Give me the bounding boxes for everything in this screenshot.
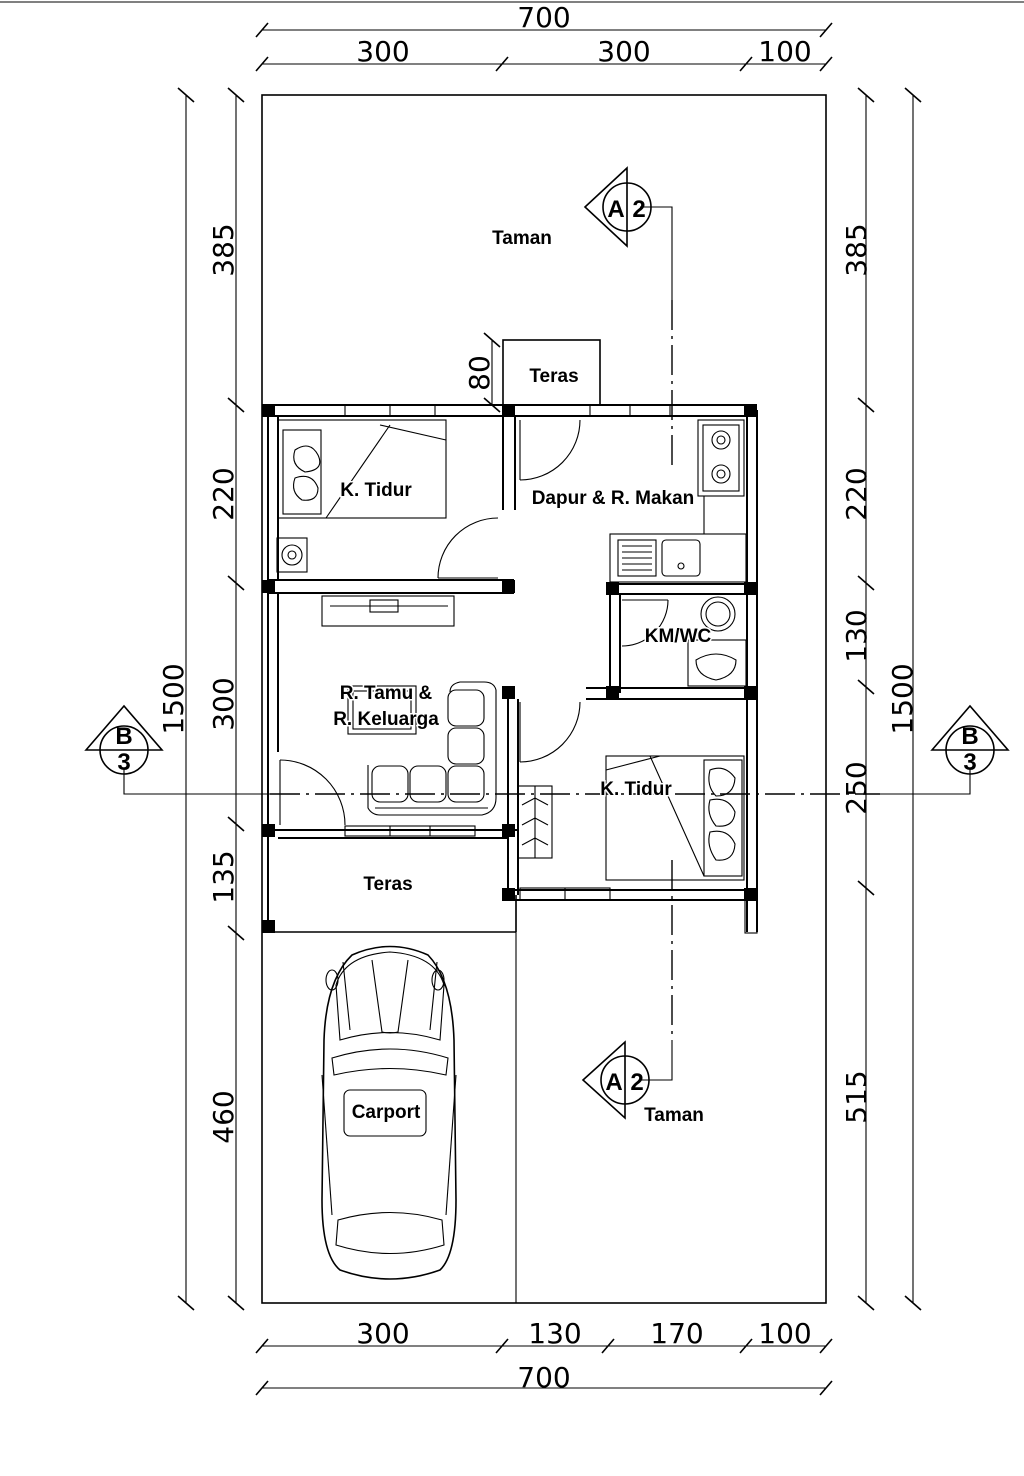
car-icon: [321, 945, 457, 1280]
section-lines: [123, 206, 971, 1081]
section-marker-b3-right: B 3: [930, 704, 1010, 776]
dim-left-seg-300: 300: [207, 677, 240, 730]
section-b3-left-number: 3: [117, 749, 130, 776]
dim-bottom-seg-4: 100: [758, 1317, 811, 1350]
room-label-bathroom: KM/WC: [645, 626, 712, 647]
dim-right-seg-220: 220: [840, 467, 873, 520]
dim-right-seg-515: 515: [840, 1070, 873, 1123]
sink-icon: [609, 533, 747, 583]
room-label-terrace-bottom: Teras: [363, 874, 412, 895]
room-label-bedroom-1: K. Tidur: [340, 480, 412, 501]
room-label-garden-bottom: Taman: [644, 1105, 704, 1126]
dim-left-seg-385: 385: [207, 223, 240, 276]
section-a2-bottom-letter: A: [605, 1069, 622, 1096]
columns: [262, 404, 757, 933]
room-label-bedroom-2: K. Tidur: [600, 779, 672, 800]
section-marker-a2-top: A 2: [583, 166, 652, 248]
section-a2-bottom-number: 2: [630, 1069, 643, 1096]
room-label-terrace-top: Teras: [529, 366, 578, 387]
dim-bottom-seg-3: 170: [650, 1317, 703, 1350]
section-b3-left-letter: B: [115, 723, 132, 750]
section-a2-top-letter: A: [607, 196, 624, 223]
section-b3-right-number: 3: [963, 749, 976, 776]
sofa-icon: [367, 681, 497, 816]
section-a2-top-number: 2: [632, 196, 645, 223]
dim-top-seg-3: 100: [758, 35, 811, 68]
site-boundary: [261, 94, 827, 1304]
dim-left-seg-220: 220: [207, 467, 240, 520]
dimension-lines: [177, 22, 922, 1396]
dim-bottom-seg-1: 300: [356, 1317, 409, 1350]
doors: [279, 419, 669, 826]
dim-left-seg-135: 135: [207, 850, 240, 903]
bed-icon-2: [605, 755, 745, 881]
bed-icon: [277, 419, 447, 519]
dim-left-seg-460: 460: [207, 1090, 240, 1143]
coffee-table-icon: [347, 685, 417, 735]
section-marker-a2-bottom: A 2: [581, 1040, 650, 1120]
stove-icon: [697, 419, 745, 497]
shelf-icon: [517, 785, 553, 859]
room-label-living-2: R. Keluarga: [333, 709, 439, 730]
dim-top-seg-1: 300: [356, 35, 409, 68]
dim-bottom-total: 700: [517, 1361, 570, 1394]
dim-bottom-seg-2: 130: [528, 1317, 581, 1350]
section-b3-right-letter: B: [961, 723, 978, 750]
room-label-garden-top: Taman: [492, 228, 552, 249]
dim-top-total: 700: [517, 1, 570, 34]
dim-top-seg-2: 300: [597, 35, 650, 68]
dim-left-seg-80: 80: [463, 355, 496, 391]
dim-left-total: 1500: [157, 663, 190, 734]
room-label-carport: Carport: [352, 1102, 421, 1123]
dim-right-seg-130: 130: [840, 609, 873, 662]
dim-right-seg-250: 250: [840, 761, 873, 814]
section-marker-b3-left: B 3: [84, 704, 164, 776]
tv-cabinet-icon: [321, 595, 455, 627]
room-label-kitchen-dining: Dapur & R. Makan: [532, 488, 695, 509]
dim-right-seg-385: 385: [840, 223, 873, 276]
plant-icon: [276, 537, 308, 573]
toilet-icon: [687, 596, 747, 687]
dim-right-total: 1500: [886, 663, 919, 734]
room-label-living-1: R. Tamu &: [340, 683, 433, 704]
